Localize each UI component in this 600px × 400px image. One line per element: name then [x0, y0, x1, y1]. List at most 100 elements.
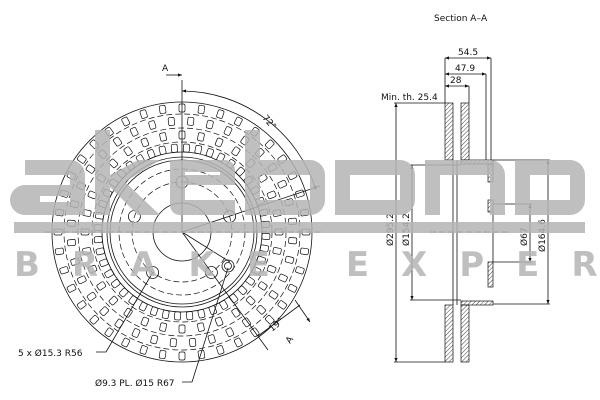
vent-slot — [197, 132, 205, 142]
vent-slot — [225, 327, 235, 337]
vent-slot — [96, 281, 107, 291]
disc-face-right-top — [460, 102, 470, 161]
leader-small-hole — [182, 267, 229, 383]
bolt-hole — [204, 266, 218, 279]
vent-slot — [216, 345, 225, 355]
vent-slot — [158, 349, 167, 360]
vent-slot — [159, 132, 167, 142]
disc-face-left-bottom — [444, 304, 454, 363]
vent-slot — [284, 255, 295, 264]
vent-slot — [121, 337, 131, 348]
vent-slot — [223, 126, 233, 136]
vent-slot — [278, 273, 288, 283]
vent-slot — [93, 236, 103, 244]
vent-slot — [288, 237, 298, 245]
vent-slot — [150, 334, 159, 345]
vent-slot — [194, 145, 203, 155]
vent-slot — [89, 315, 99, 325]
vent-slot — [140, 316, 150, 327]
vent-slot — [299, 247, 310, 256]
vent-slot — [295, 266, 305, 275]
vent-slot — [237, 285, 248, 295]
disc-face-left-top — [444, 102, 454, 161]
vent-slot — [219, 300, 229, 310]
vent-slot — [265, 139, 275, 149]
vent-slot — [66, 283, 77, 293]
vent-slot — [257, 281, 268, 291]
vent-slot — [139, 109, 148, 119]
vent-slot — [268, 290, 279, 300]
vent-slot — [261, 232, 271, 240]
watermark-logo: BRAKE EXPERTS — [10, 130, 600, 285]
vent-slot — [207, 334, 216, 344]
vent-slot — [170, 143, 178, 153]
vent-slot — [67, 239, 76, 247]
vent-slot — [76, 154, 87, 164]
vent-slot — [187, 116, 195, 126]
vent-slot — [266, 190, 277, 200]
vent-slot — [54, 247, 65, 256]
vent-slot — [140, 137, 150, 148]
vent-slot — [287, 283, 298, 293]
vent-slot — [129, 127, 139, 137]
dim-total-height: 54.5 — [458, 48, 478, 58]
vent-slot — [277, 300, 288, 310]
vent-slot — [205, 119, 214, 130]
vent-slot — [233, 116, 243, 127]
vent-slot — [178, 351, 186, 361]
vent-slot — [59, 266, 69, 275]
vent-slot — [182, 143, 190, 153]
vent-slot — [174, 311, 182, 321]
vent-slot — [159, 322, 167, 332]
vent-slot — [233, 337, 243, 348]
dim-hat-diameter: Ø164.6 — [537, 219, 548, 252]
bolt-hole — [146, 266, 160, 279]
vent-slot — [158, 104, 167, 115]
vent-slot — [99, 306, 109, 316]
section-title: Section A–A — [434, 14, 488, 24]
vent-slot — [70, 257, 80, 266]
vent-slot — [197, 104, 206, 115]
vent-slot — [235, 166, 245, 177]
vent-slot — [231, 307, 241, 318]
vent-slot — [82, 247, 92, 255]
vent-slot — [277, 179, 287, 189]
vent-slot — [231, 146, 241, 157]
dim-disc-thickness: 28 — [450, 76, 462, 86]
vent-slot — [121, 116, 131, 127]
disc-face-right-bottom — [460, 304, 470, 363]
hat-face-bottom — [487, 261, 494, 288]
section-marker-top: A — [162, 64, 169, 74]
vent-slot — [167, 117, 175, 126]
vent-slot — [108, 295, 119, 306]
small-hole-label: Ø9.3 PL. Ø15 R67 — [95, 378, 175, 389]
vent-slot — [266, 264, 277, 274]
vent-slot — [186, 311, 194, 321]
vent-slot — [256, 305, 266, 315]
vent-slot — [169, 338, 177, 348]
hat-wall-bottom — [460, 300, 494, 306]
vent-slot — [112, 136, 123, 147]
vent-slot — [123, 146, 133, 157]
section-arrow-bottom — [294, 299, 311, 323]
vent-slot — [214, 137, 224, 148]
leader-bolt-holes — [96, 271, 154, 353]
vent-slot — [241, 317, 252, 328]
vent-slot — [272, 247, 282, 255]
vent-slot — [77, 275, 87, 285]
section-marker-bottom: A — [284, 334, 296, 345]
section-line-diagonal — [181, 231, 269, 351]
watermark-tagline: BRAKE EXPERTS — [14, 245, 600, 285]
vent-slot — [216, 109, 225, 119]
vent-slot — [197, 322, 205, 332]
vent-slot — [148, 120, 157, 130]
bolt-holes-label: 5 x Ø15.3 R56 — [18, 348, 83, 359]
vent-slot — [86, 291, 97, 302]
vent-slot — [108, 158, 119, 169]
vent-slot — [245, 295, 256, 306]
vent-slot — [131, 328, 141, 338]
vent-slot — [178, 324, 186, 334]
vent-slot — [85, 164, 96, 174]
vent-slot — [189, 338, 197, 347]
